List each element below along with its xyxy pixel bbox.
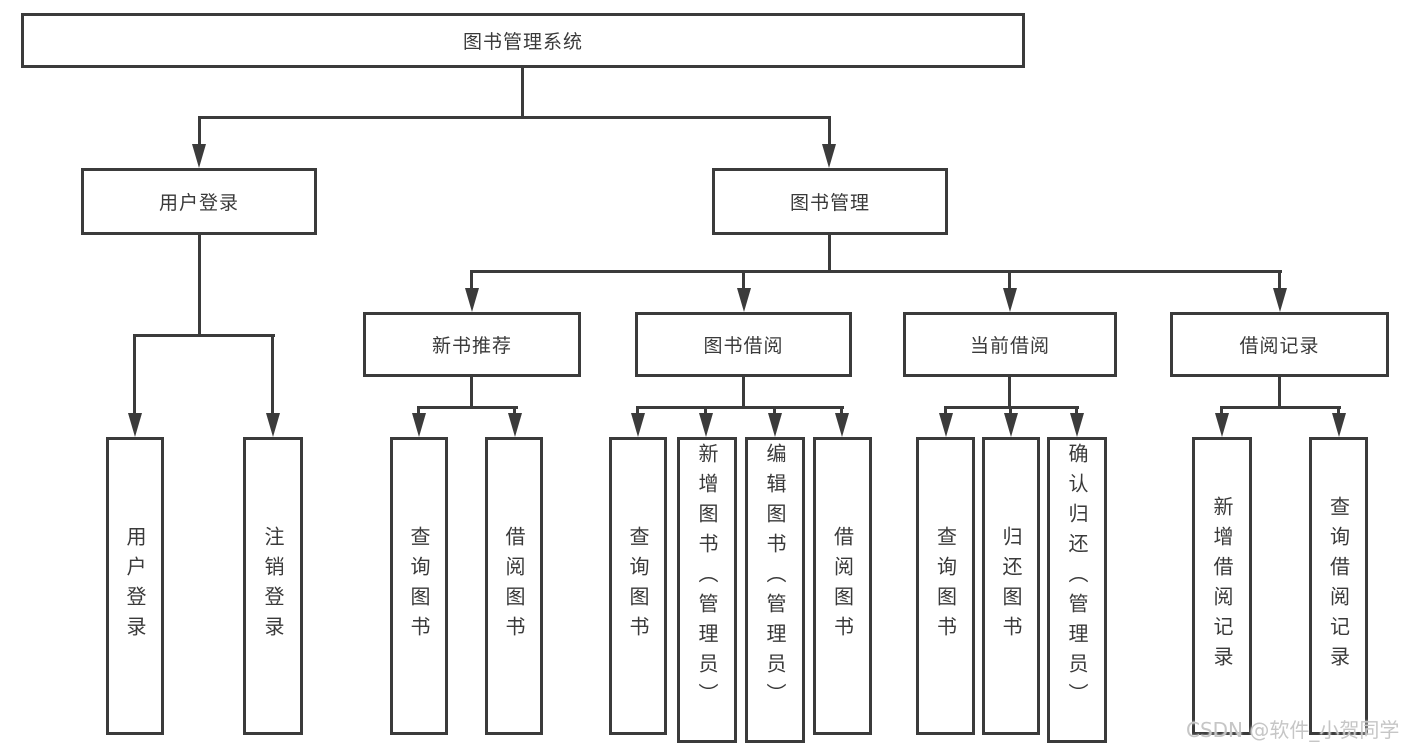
section-book-borrowing-label: 图书借阅: [703, 335, 784, 357]
leaf-borrow-books-borrowing: 借阅图书: [813, 437, 872, 735]
connector-line: [944, 406, 947, 415]
connector-line: [271, 334, 274, 414]
arrow-down-icon: [192, 144, 206, 168]
arrow-down-icon: [266, 413, 280, 437]
leaf-add-book-admin-label: 新增图书（管理员）: [695, 443, 719, 713]
section-current-borrowing: 当前借阅: [903, 312, 1117, 377]
arrow-down-icon: [1273, 288, 1287, 312]
arrow-down-icon: [822, 144, 836, 168]
arrow-down-icon: [1215, 413, 1229, 437]
connector-line: [198, 234, 201, 337]
leaf-return-books: 归还图书: [982, 437, 1040, 735]
leaf-confirm-return-admin: 确认归还（管理员）: [1047, 437, 1107, 743]
leaf-borrow-books-borrowing-label: 借阅图书: [830, 526, 855, 646]
connector-line: [742, 377, 745, 408]
leaf-borrow-books-recommend-label: 借阅图书: [502, 526, 526, 646]
connector-line: [198, 116, 831, 119]
root-node-label: 图书管理系统: [462, 31, 583, 53]
connector-line: [513, 406, 516, 415]
connector-line: [470, 270, 473, 290]
arrow-down-icon: [128, 413, 142, 437]
leaf-add-borrow-record: 新增借阅记录: [1192, 437, 1252, 735]
connector-line: [1075, 406, 1078, 415]
connector-line: [133, 334, 136, 414]
section-new-book-recommend: 新书推荐: [363, 312, 581, 377]
arrow-down-icon: [939, 413, 953, 437]
connector-line: [704, 406, 707, 415]
leaf-logout: 注销登录: [243, 437, 303, 735]
connector-line: [1220, 406, 1341, 409]
arrow-down-icon: [412, 413, 426, 437]
connector-line: [470, 270, 1282, 273]
arrow-down-icon: [1070, 413, 1084, 437]
section-new-book-recommend-label: 新书推荐: [431, 335, 512, 357]
leaf-logout-label: 注销登录: [261, 526, 285, 646]
connector-line: [636, 406, 639, 415]
arrow-down-icon: [699, 413, 713, 437]
connector-line: [840, 406, 843, 415]
connector-line: [1009, 406, 1012, 415]
leaf-edit-book-admin-label: 编辑图书（管理员）: [763, 443, 787, 713]
leaf-query-books-borrowing: 查询图书: [609, 437, 667, 735]
arrow-down-icon: [737, 288, 751, 312]
connector-line: [1008, 270, 1011, 290]
connector-line: [1278, 377, 1281, 408]
connector-line: [828, 234, 831, 273]
connector-line: [521, 68, 524, 119]
arrow-down-icon: [508, 413, 522, 437]
leaf-add-book-admin: 新增图书（管理员）: [677, 437, 737, 743]
arrow-down-icon: [631, 413, 645, 437]
root-node: 图书管理系统: [21, 13, 1025, 68]
branch-book-management-label: 图书管理: [789, 192, 870, 214]
watermark: CSDN @软件_小贺同学: [1186, 718, 1400, 742]
arrow-down-icon: [768, 413, 782, 437]
connector-line: [1008, 377, 1011, 408]
section-borrowing-records-label: 借阅记录: [1239, 335, 1320, 357]
branch-user-login: 用户登录: [81, 168, 317, 235]
arrow-down-icon: [1004, 413, 1018, 437]
leaf-query-books-current-label: 查询图书: [933, 526, 958, 646]
arrow-down-icon: [1003, 288, 1017, 312]
leaf-query-books-recommend: 查询图书: [390, 437, 448, 735]
connector-line: [742, 270, 745, 290]
connector-line: [133, 334, 275, 337]
leaf-query-books-current: 查询图书: [916, 437, 975, 735]
leaf-borrow-books-recommend: 借阅图书: [485, 437, 543, 735]
leaf-query-borrow-record: 查询借阅记录: [1309, 437, 1368, 735]
branch-user-login-label: 用户登录: [158, 192, 239, 214]
arrow-down-icon: [1332, 413, 1346, 437]
leaf-edit-book-admin: 编辑图书（管理员）: [745, 437, 805, 743]
branch-book-management: 图书管理: [712, 168, 948, 235]
connector-line: [828, 116, 831, 146]
connector-line: [198, 116, 201, 146]
connector-line: [417, 406, 420, 415]
leaf-return-books-label: 归还图书: [999, 526, 1023, 646]
leaf-query-borrow-record-label: 查询借阅记录: [1326, 496, 1351, 676]
connector-line: [417, 406, 518, 409]
connector-line: [1337, 406, 1340, 415]
section-borrowing-records: 借阅记录: [1170, 312, 1389, 377]
leaf-add-borrow-record-label: 新增借阅记录: [1210, 496, 1234, 676]
connector-line: [636, 406, 844, 409]
connector-line: [1278, 270, 1281, 290]
section-book-borrowing: 图书借阅: [635, 312, 852, 377]
leaf-user-login-label: 用户登录: [123, 526, 147, 646]
leaf-query-books-borrowing-label: 查询图书: [626, 526, 650, 646]
connector-line: [1220, 406, 1223, 415]
leaf-user-login: 用户登录: [106, 437, 164, 735]
section-current-borrowing-label: 当前借阅: [969, 335, 1050, 357]
connector-line: [470, 377, 473, 408]
arrow-down-icon: [465, 288, 479, 312]
connector-line: [773, 406, 776, 415]
leaf-query-books-recommend-label: 查询图书: [407, 526, 431, 646]
arrow-down-icon: [835, 413, 849, 437]
leaf-confirm-return-admin-label: 确认归还（管理员）: [1065, 443, 1089, 713]
